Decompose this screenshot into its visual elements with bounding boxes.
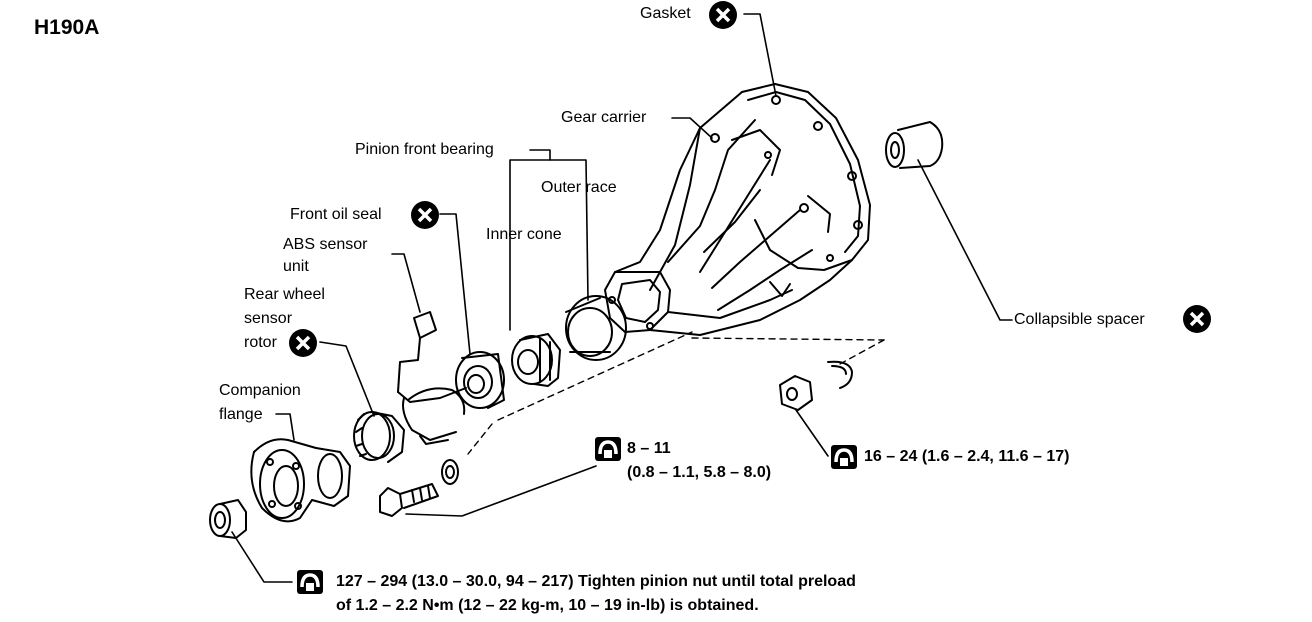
- torque-pinion-nut: 127 – 294 (13.0 – 30.0, 94 – 217) Tighte…: [336, 573, 856, 590]
- label-rear-wheel: Rear wheel: [244, 286, 325, 303]
- pinion-nut-part: [779, 360, 853, 411]
- torque-wrench-icon: [831, 445, 857, 469]
- torque-sensor-bolt-units: (0.8 – 1.1, 5.8 – 8.0): [627, 464, 772, 481]
- label-abs-sensor-unit: unit: [283, 258, 309, 275]
- label-companion: Companion: [219, 382, 301, 399]
- collapsible-spacer-part: [885, 121, 944, 169]
- circle-x-icon: [1183, 305, 1211, 333]
- label-collapsible-spacer: Collapsible spacer: [1014, 311, 1145, 328]
- label-outer-race: Outer race: [541, 179, 617, 196]
- label-pinion-front-bearing: Pinion front bearing: [355, 141, 494, 158]
- torque-pinion-preload: of 1.2 – 2.2 N•m (12 – 22 kg-m, 10 – 19 …: [336, 597, 759, 614]
- circle-x-icon: [289, 329, 317, 357]
- label-gasket: Gasket: [640, 5, 691, 22]
- label-flange: flange: [219, 406, 263, 423]
- circle-x-icon: [709, 1, 737, 29]
- companion-flange-part: [250, 438, 351, 523]
- gear-carrier-part: [604, 83, 871, 336]
- assembly-axis-lines: [467, 331, 885, 455]
- label-gear-carrier: Gear carrier: [561, 109, 647, 126]
- sensor-rotor-part: [353, 411, 405, 463]
- circle-x-icon: [411, 201, 439, 229]
- abs-sensor-unit-part: [397, 311, 467, 445]
- inner-cone-part: [511, 333, 561, 387]
- label-front-oil-seal: Front oil seal: [290, 206, 382, 223]
- torque-nut: 16 – 24 (1.6 – 2.4, 11.6 – 17): [864, 448, 1070, 465]
- model-title: H190A: [34, 16, 100, 39]
- flange-nut-part: [209, 499, 247, 539]
- label-rotor: rotor: [244, 334, 277, 351]
- torque-wrench-icon: [297, 570, 323, 594]
- front-oil-seal-part: [455, 351, 505, 409]
- torque-wrench-icon: [595, 437, 621, 461]
- label-abs-sensor: ABS sensor: [283, 236, 368, 253]
- leader-lines: [231, 13, 1013, 583]
- torque-sensor-bolt: 8 – 11: [627, 440, 671, 457]
- label-inner-cone: Inner cone: [486, 226, 562, 243]
- outer-race-part: [565, 295, 627, 361]
- label-sensor: sensor: [244, 310, 293, 327]
- sensor-bolt-part: [379, 459, 459, 517]
